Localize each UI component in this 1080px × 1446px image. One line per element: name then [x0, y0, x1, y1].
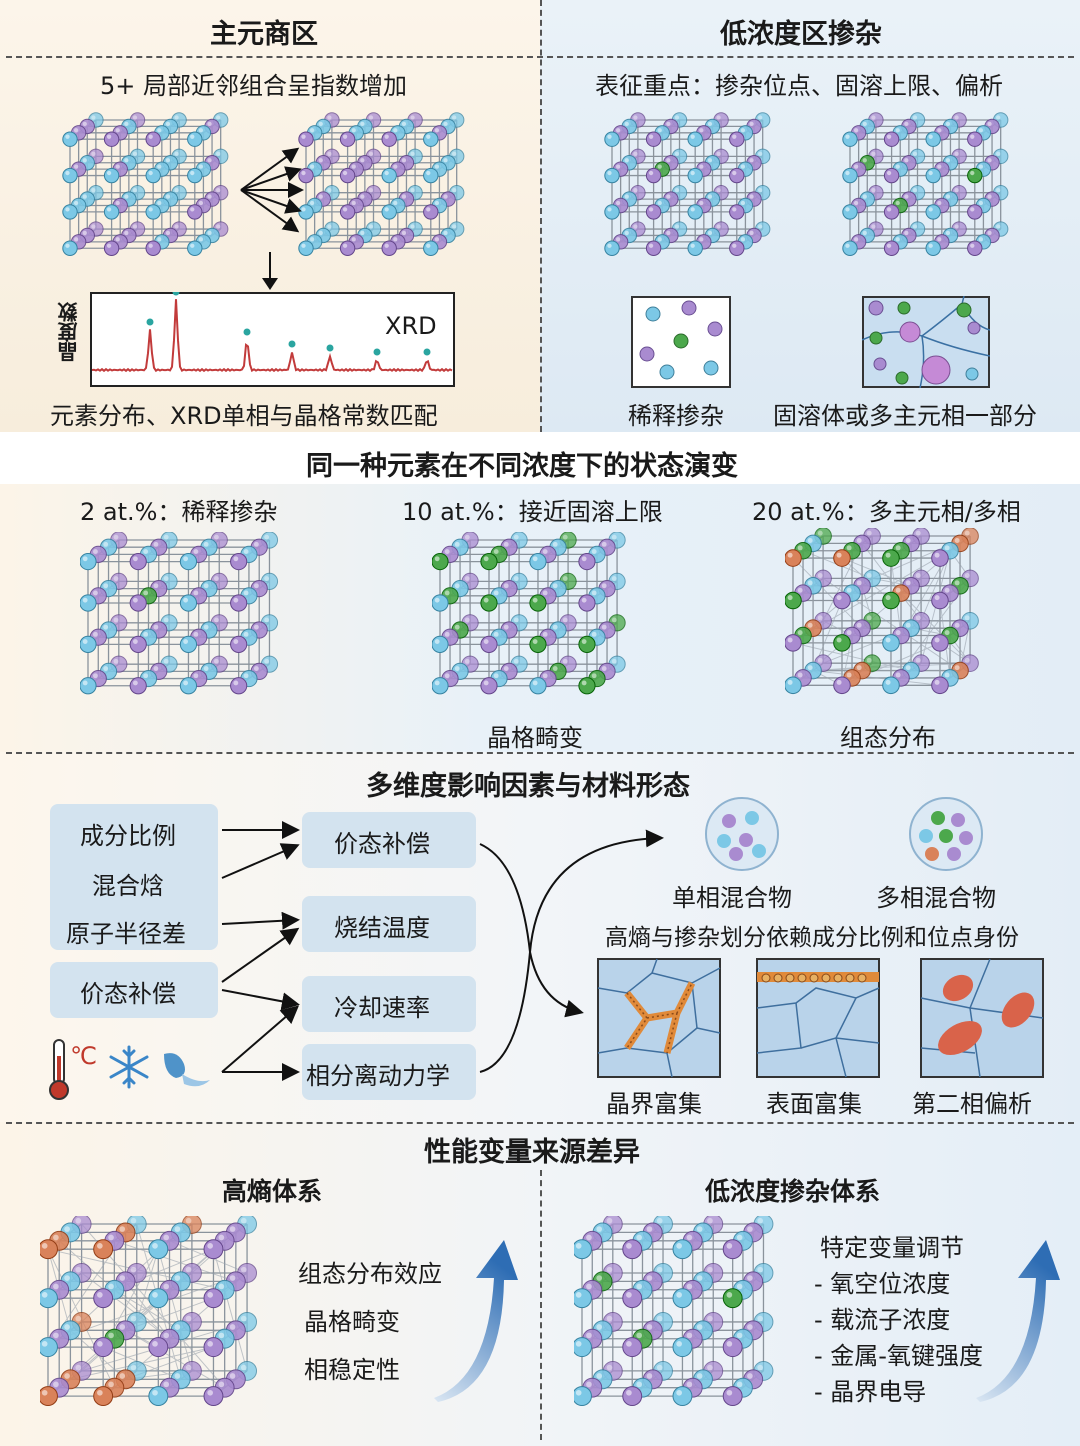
low-doping-head: 特定变量调节: [820, 1234, 964, 1262]
lattice-low-doping-system: [574, 1216, 774, 1407]
dilute-doping-atoms: [639, 300, 723, 380]
low-doping-title: 低浓度掺杂体系: [705, 1177, 881, 1206]
lattice-20-percent: [785, 528, 979, 695]
process-valence-box: [302, 812, 476, 868]
low-doping-item-4: - 晶界电导: [814, 1378, 927, 1406]
performance-title: 性能变量来源差异: [424, 1137, 640, 1168]
solid-solution-caption: 固溶体或多主元相一部分: [773, 402, 1037, 430]
high-entropy-item-3: 相稳定性: [304, 1356, 400, 1384]
lattice-distortion-caption: 晶格畸变: [487, 724, 583, 752]
droplet-icon: [164, 1053, 210, 1087]
multi-phase-icon: [909, 797, 983, 871]
low-doping-item-3: - 金属-氧键强度: [814, 1342, 983, 1370]
divider: [540, 0, 542, 432]
temperature-unit: ℃: [70, 1042, 97, 1070]
evolution-col2-label: 10 at.%：接近固溶上限: [402, 498, 663, 526]
dilute-doping-caption: 稀释掺杂: [628, 402, 724, 430]
factors-title: 多维度影响因素与材料形态: [366, 771, 690, 802]
process-separation-box: [302, 1044, 476, 1100]
surface-enrichment: [756, 958, 880, 1078]
down-arrow: [262, 252, 278, 290]
process-valence: 价态补偿: [334, 830, 430, 858]
divider: [540, 1170, 542, 1440]
evolution-col3-label: 20 at.%：多主元相/多相: [752, 498, 1021, 526]
snowflake-icon: [109, 1045, 149, 1089]
input-composition: 成分比例: [80, 822, 176, 850]
single-phase-icon: [705, 797, 779, 871]
lattice-doped-1: [604, 112, 771, 256]
configuration-caption: 组态分布: [840, 724, 936, 752]
fan-arrows: [240, 147, 304, 233]
lattice-high-entropy-system: [40, 1216, 258, 1407]
input-valence-box: [50, 962, 218, 1018]
input-mixing-enthalpy: 混合焓: [92, 872, 164, 900]
lattice-2-percent: [80, 532, 279, 695]
top-left-caption: 元素分布、XRD单相与晶格常数匹配: [50, 402, 438, 430]
second-phase-segregation: [920, 958, 1044, 1078]
thermometer-icon: [49, 1039, 69, 1100]
process-sintering: 烧结温度: [334, 914, 430, 942]
top-right-panel-bg: [540, 0, 1080, 432]
xrd-label: XRD: [385, 312, 437, 340]
xrd-ylabel: 晶度数: [57, 302, 81, 362]
xrd-pattern: [92, 292, 453, 373]
top-left-subtitle: 5+ 局部近邻组合呈指数增加: [100, 72, 408, 100]
grain-boundary-enrichment: [597, 958, 721, 1078]
divider: [6, 752, 1074, 754]
high-entropy-item-1: 组态分布效应: [298, 1260, 442, 1288]
lattice-10-percent: [432, 532, 626, 695]
evolution-title: 同一种元素在不同浓度下的状态演变: [306, 451, 738, 482]
surface-label: 表面富集: [766, 1090, 862, 1118]
increase-arrow-icon: [976, 1240, 1060, 1402]
lattice-high-entropy-2: [298, 112, 465, 256]
increase-arrow-icon: [434, 1240, 518, 1402]
input-radius-difference: 原子半径差: [66, 920, 186, 948]
solid-solution-grains: [862, 296, 990, 388]
factor-arrows: [221, 821, 664, 1081]
evolution-col1-label: 2 at.%：稀释掺杂: [80, 498, 278, 526]
grain-boundary-label: 晶界富集: [606, 1090, 702, 1118]
divider: [6, 1122, 1074, 1124]
process-separation: 相分离动力学: [306, 1062, 450, 1090]
multi-phase-label: 多相混合物: [876, 884, 996, 912]
lattice-high-entropy-1: [62, 112, 229, 256]
division-note: 高熵与掺杂划分依赖成分比例和位点身份: [605, 925, 1019, 951]
lattice-doped-2: [842, 112, 1009, 256]
high-entropy-item-2: 晶格畸变: [304, 1308, 400, 1336]
single-phase-label: 单相混合物: [672, 884, 792, 912]
top-right-title: 低浓度区掺杂: [720, 19, 882, 50]
top-left-title: 主元商区: [210, 19, 318, 50]
low-doping-item-2: - 载流子浓度: [814, 1306, 951, 1334]
second-phase-label: 第二相偏析: [912, 1090, 1032, 1118]
evolution-panel-bg: [0, 484, 1080, 752]
top-right-subtitle: 表征重点：掺杂位点、固溶上限、偏析: [595, 72, 1003, 100]
process-cooling-box: [302, 976, 476, 1032]
process-sintering-box: [302, 896, 476, 952]
low-doping-item-1: - 氧空位浓度: [814, 1270, 951, 1298]
input-valence: 价态补偿: [80, 980, 176, 1008]
process-cooling: 冷却速率: [334, 994, 430, 1022]
high-entropy-title: 高熵体系: [222, 1177, 323, 1206]
input-factor-group: [50, 804, 218, 950]
